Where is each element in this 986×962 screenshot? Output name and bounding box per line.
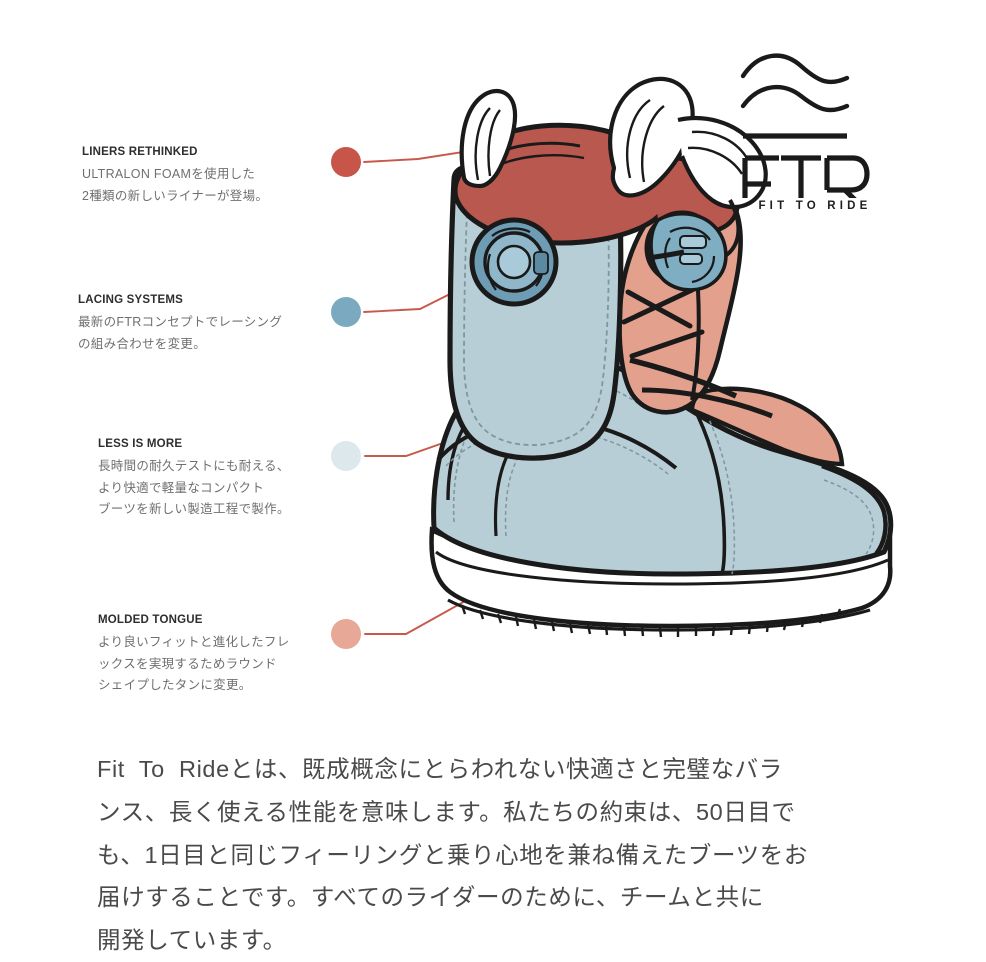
- callout-body-line: 2種類の新しいライナーが登場。: [82, 188, 269, 203]
- ftr-logo: FIT TO RIDE: [735, 38, 895, 228]
- ftr-wordmark: [742, 155, 871, 216]
- callout-dot-liners-rethinked[interactable]: [331, 147, 361, 177]
- callout-lacing-systems: LACING SYSTEMS 最新のFTRコンセプトでレーシング の組み合わせを…: [78, 294, 328, 355]
- callout-dot-less-is-more[interactable]: [331, 441, 361, 471]
- callout-dot-molded-tongue[interactable]: [331, 619, 361, 649]
- paragraph-line: ンス、長く使える性能を意味します。私たちの約束は、50日目で: [97, 798, 796, 825]
- paragraph-line: 届けすることです。すべてのライダーのために、チームと共に: [97, 884, 764, 911]
- callout-body-molded-tongue: より良いフィットと進化したフレ ックスを実現するためラウンド シェイプしたタンに…: [98, 632, 348, 697]
- boot-ankle-strap: [647, 249, 685, 261]
- callout-liners-rethinked: LINERS RETHINKED ULTRALON FOAMを使用した 2種類の…: [82, 146, 332, 207]
- snowboard-boot-illustration: [429, 76, 894, 638]
- ftr-tagline: FIT TO RIDE: [758, 200, 872, 212]
- paragraph-line: Fit To Rideとは、既成概念にとらわれない快適さと完璧なバラ: [97, 756, 783, 782]
- paragraph-line: も、1日目と同じフィーリングと乗り心地を兼ね備えたブーツをお: [97, 841, 808, 868]
- callout-body-line: 最新のFTRコンセプトでレーシング: [78, 315, 283, 329]
- callout-body-line: より快適で軽量なコンパクト: [98, 480, 265, 495]
- callout-body-line: ブーツを新しい製造工程で製作。: [98, 502, 290, 516]
- callout-body-line: より良いフィットと進化したフレ: [98, 635, 290, 649]
- callout-body-line: ックスを実現するためラウンド: [98, 656, 277, 671]
- callout-less-is-more: LESS IS MORE 長時間の耐久テストにも耐える、 より快適で軽量なコンパ…: [98, 438, 348, 521]
- callout-body-line: の組み合わせを変更。: [78, 336, 207, 351]
- boot-cross-lacing: [621, 287, 705, 359]
- callout-title-molded-tongue: MOLDED TONGUE: [98, 614, 203, 626]
- paragraph-line: 開発しています。: [97, 927, 287, 954]
- callout-body-less-is-more: 長時間の耐久テストにも耐える、 より快適で軽量なコンパクト ブーツを新しい製造工…: [98, 456, 348, 521]
- callout-body-line: 長時間の耐久テストにも耐える、: [98, 459, 290, 473]
- callout-title-less-is-more: LESS IS MORE: [98, 438, 183, 450]
- feature-callout-list: LINERS RETHINKED ULTRALON FOAMを使用した 2種類の…: [0, 0, 361, 740]
- callout-body-liners-rethinked: ULTRALON FOAMを使用した 2種類の新しいライナーが登場。: [82, 164, 332, 207]
- ftr-logo-mark: [740, 53, 871, 216]
- callout-body-lacing-systems: 最新のFTRコンセプトでレーシング の組み合わせを変更。: [78, 312, 328, 355]
- boa-dial-side: [644, 210, 728, 292]
- wave-line-middle: [740, 84, 850, 113]
- wave-line-top: [740, 53, 850, 85]
- boa-dial-front: [469, 217, 559, 307]
- brand-statement-paragraph: Fit To Rideとは、既成概念にとらわれない快適さと完璧なバラ ンス、長く…: [97, 748, 897, 962]
- callout-molded-tongue: MOLDED TONGUE より良いフィットと進化したフレ ックスを実現するため…: [98, 614, 348, 697]
- callout-title-lacing-systems: LACING SYSTEMS: [78, 294, 184, 306]
- callout-dot-lacing-systems[interactable]: [331, 297, 361, 327]
- callout-title-liners-rethinked: LINERS RETHINKED: [82, 146, 198, 158]
- callout-body-line: ULTRALON FOAMを使用した: [82, 167, 256, 181]
- callout-body-line: シェイプしたタンに変更。: [98, 678, 252, 692]
- boot-sole: [429, 526, 893, 638]
